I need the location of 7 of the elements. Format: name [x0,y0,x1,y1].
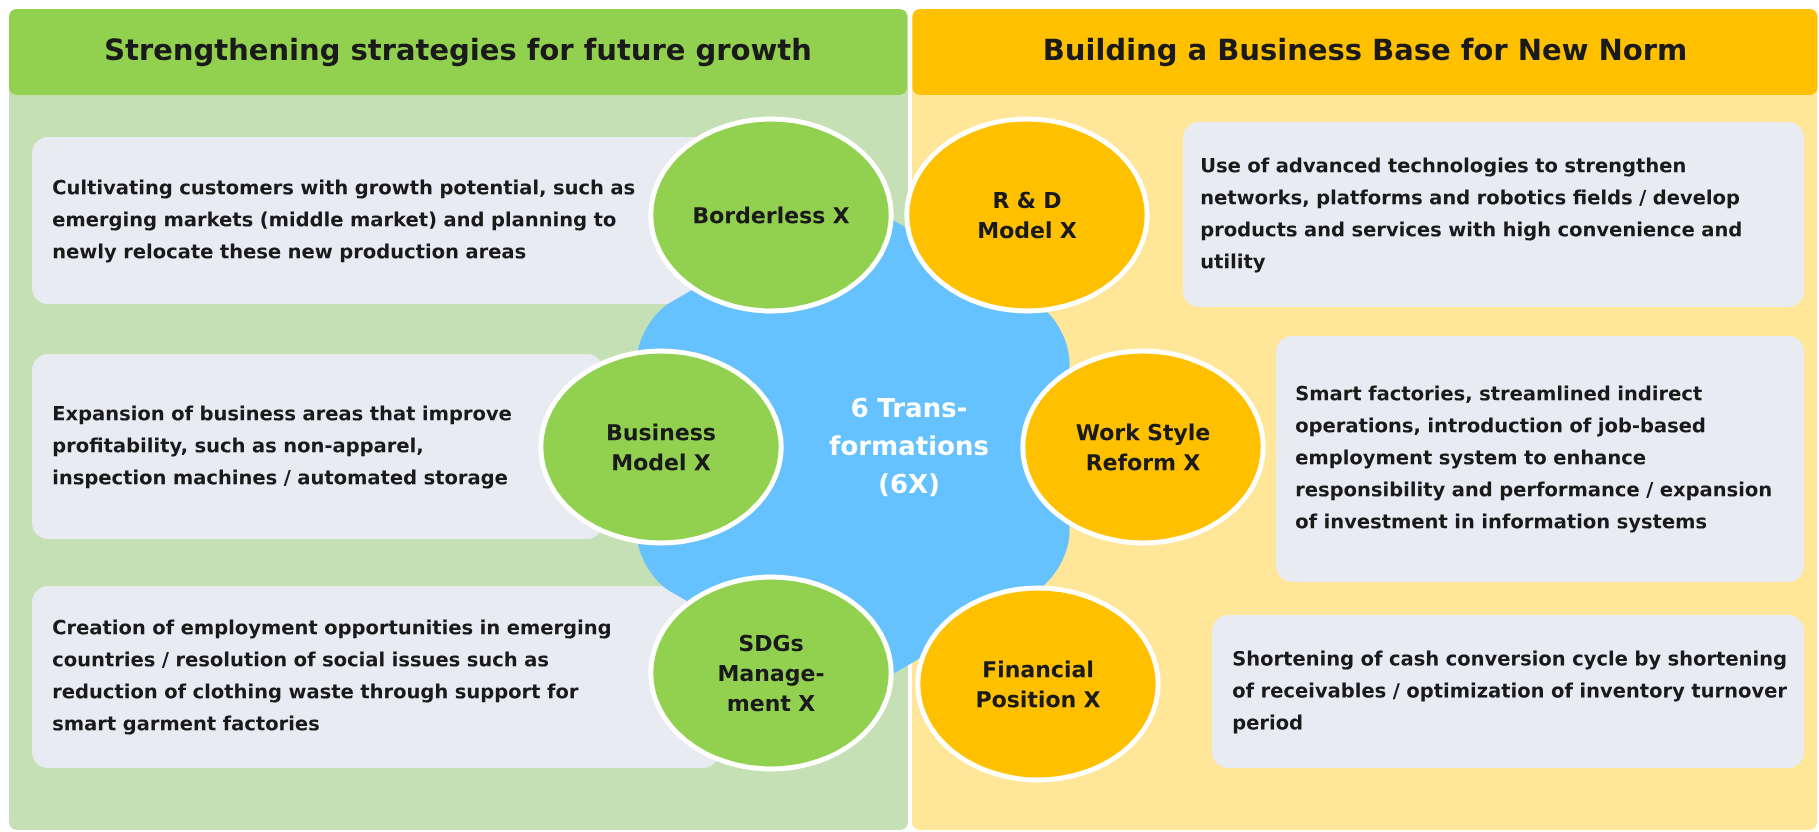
text-card: Shortening of cash conversion cycle by shortening of receivables / optimization of inventory turnover period [1212,615,1805,768]
text-card: Expansion of business areas that improve profitability, such as non-apparel, inspection machines / automated storage [32,354,603,539]
text-card: Use of advanced technologies to strengthen networks, platforms and robotics fields / develop products and services with high convenience and utility [1183,122,1805,307]
header-band: Building a Business Base for New Norm [912,9,1818,95]
text-card: Smart factories, streamlined indirect operations, introduction of job-based employment system to enhance responsibility and performance / expansion of investment in information systems [1276,336,1805,582]
header-band: Strengthening strategies for future growth [9,9,907,95]
text-card: Creation of employment opportunities in emerging countries / resolution of social issues such as reduction of clothing waste through support for smart garment factories [32,586,719,768]
